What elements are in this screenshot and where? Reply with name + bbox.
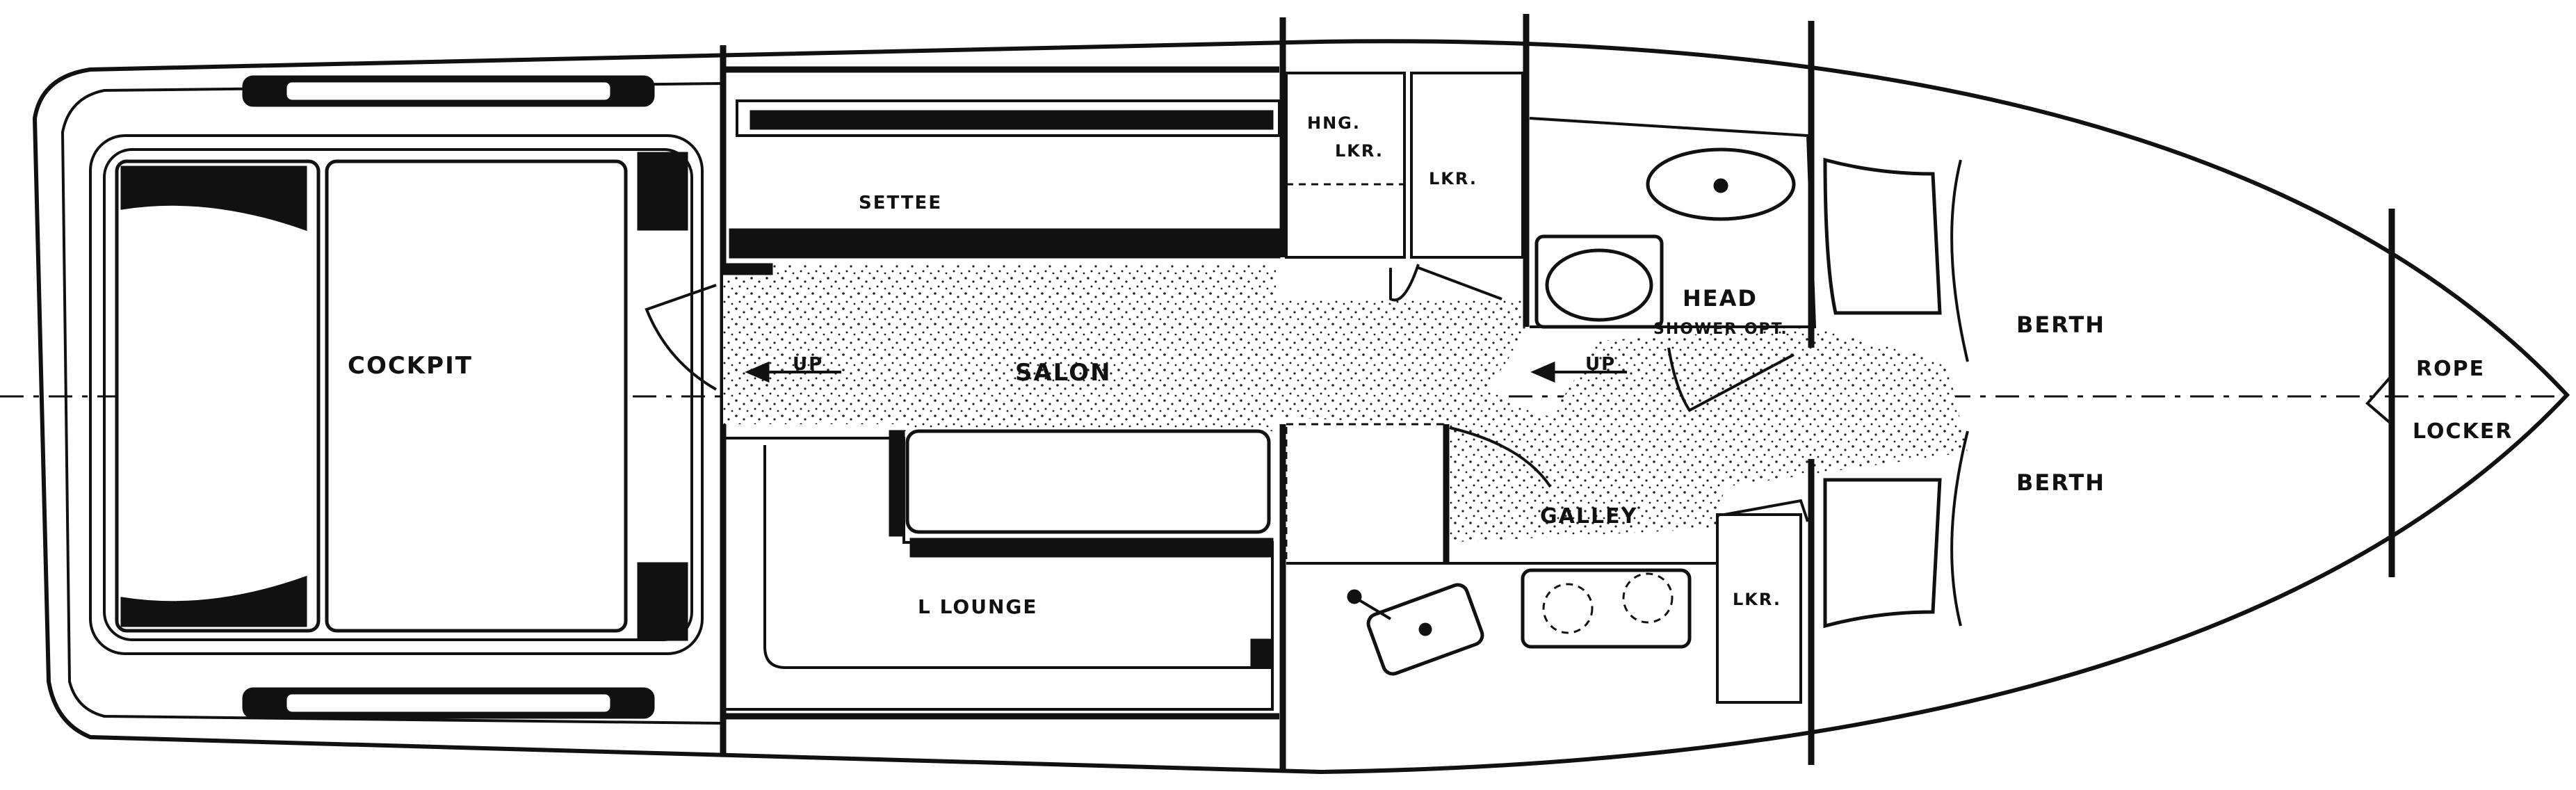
settee-label: SETTEE xyxy=(859,193,942,213)
galley-faucet xyxy=(1354,597,1392,620)
galley-sink xyxy=(1366,583,1484,676)
salon-step-aft-top xyxy=(722,263,773,275)
settee-backrest xyxy=(736,99,1281,137)
up-arrow-aft-head xyxy=(745,361,770,383)
locker-bow-label: LOCKER xyxy=(2413,419,2513,444)
berth-lower-label: BERTH xyxy=(2016,469,2105,496)
locker-upper-label: LKR. xyxy=(1429,169,1477,188)
locker-door-swing-1 xyxy=(1389,264,1420,302)
berth-upper-label: BERTH xyxy=(2016,312,2105,338)
rope-label: ROPE xyxy=(2416,357,2485,381)
cockpit-seat-top-cushion xyxy=(283,79,614,104)
hanging-locker xyxy=(1285,72,1406,259)
galley-faucet-knob xyxy=(1347,589,1362,604)
cockpit-hatch-right xyxy=(325,159,628,633)
locker-door-swing-2 xyxy=(1418,266,1502,300)
hull-inner-outline xyxy=(60,81,724,725)
up-label-forward: UP xyxy=(1585,354,1616,375)
up-arrow-forward-head xyxy=(1530,361,1555,383)
hanging-locker-label-1: HNG. xyxy=(1307,113,1361,133)
cockpit-corner-shade-bl xyxy=(120,575,307,627)
rope-locker-hatch xyxy=(2365,374,2393,426)
berth-lower-cushion xyxy=(1823,478,1942,629)
galley-stove xyxy=(1521,568,1692,649)
l-lounge-label: L LOUNGE xyxy=(918,595,1038,618)
head-door-swing xyxy=(1667,347,1795,412)
toilet-bowl xyxy=(1545,248,1653,322)
stove-burner-left xyxy=(1542,583,1594,634)
head-label: HEAD xyxy=(1683,285,1758,312)
cockpit-shade-right-bottom xyxy=(637,562,688,641)
settee-top-fringe xyxy=(750,110,1274,130)
cockpit-corner-shade-tl xyxy=(120,166,307,232)
berth-upper-curve xyxy=(1950,159,1969,362)
stove-burner-right xyxy=(1622,572,1674,624)
hull-outline xyxy=(32,39,2570,775)
salon-floor xyxy=(723,264,1968,542)
l-lounge-table xyxy=(905,429,1271,534)
galley-counter-dashed xyxy=(1285,423,1448,565)
cockpit-hatch-left xyxy=(115,159,321,633)
salon-label: SALON xyxy=(1015,359,1112,387)
hanging-locker-label-2: LKR. xyxy=(1335,141,1384,161)
cockpit-shade-right-top xyxy=(637,152,688,231)
l-lounge-fringe-bottom xyxy=(909,538,1274,558)
cockpit-well-inner xyxy=(103,148,693,641)
cockpit-seat-bottom-cushion xyxy=(283,691,614,716)
cockpit-label: COCKPIT xyxy=(348,352,473,380)
galley-door-swing xyxy=(1449,426,1552,488)
locker-lower xyxy=(1716,513,1802,704)
locker-upper xyxy=(1410,72,1524,259)
locker-lower-door xyxy=(1724,499,1809,522)
locker-lower-label: LKR. xyxy=(1733,590,1781,609)
settee-cushion-fringe xyxy=(729,228,1281,259)
shower-option-label: SHOWER OPT. xyxy=(1653,321,1788,338)
l-lounge-fringe xyxy=(889,430,905,537)
berth-upper-cushion xyxy=(1823,157,1942,315)
up-label-aft: UP xyxy=(793,354,823,375)
galley-label: GALLEY xyxy=(1540,504,1637,529)
companionway-door-swing xyxy=(645,284,717,391)
head-sink-drain xyxy=(1713,178,1728,193)
cockpit-well-outer xyxy=(89,134,704,655)
l-lounge-seat-back xyxy=(763,445,1272,669)
berth-lower-curve xyxy=(1950,430,1969,627)
l-lounge-fringe-end xyxy=(1250,638,1274,669)
